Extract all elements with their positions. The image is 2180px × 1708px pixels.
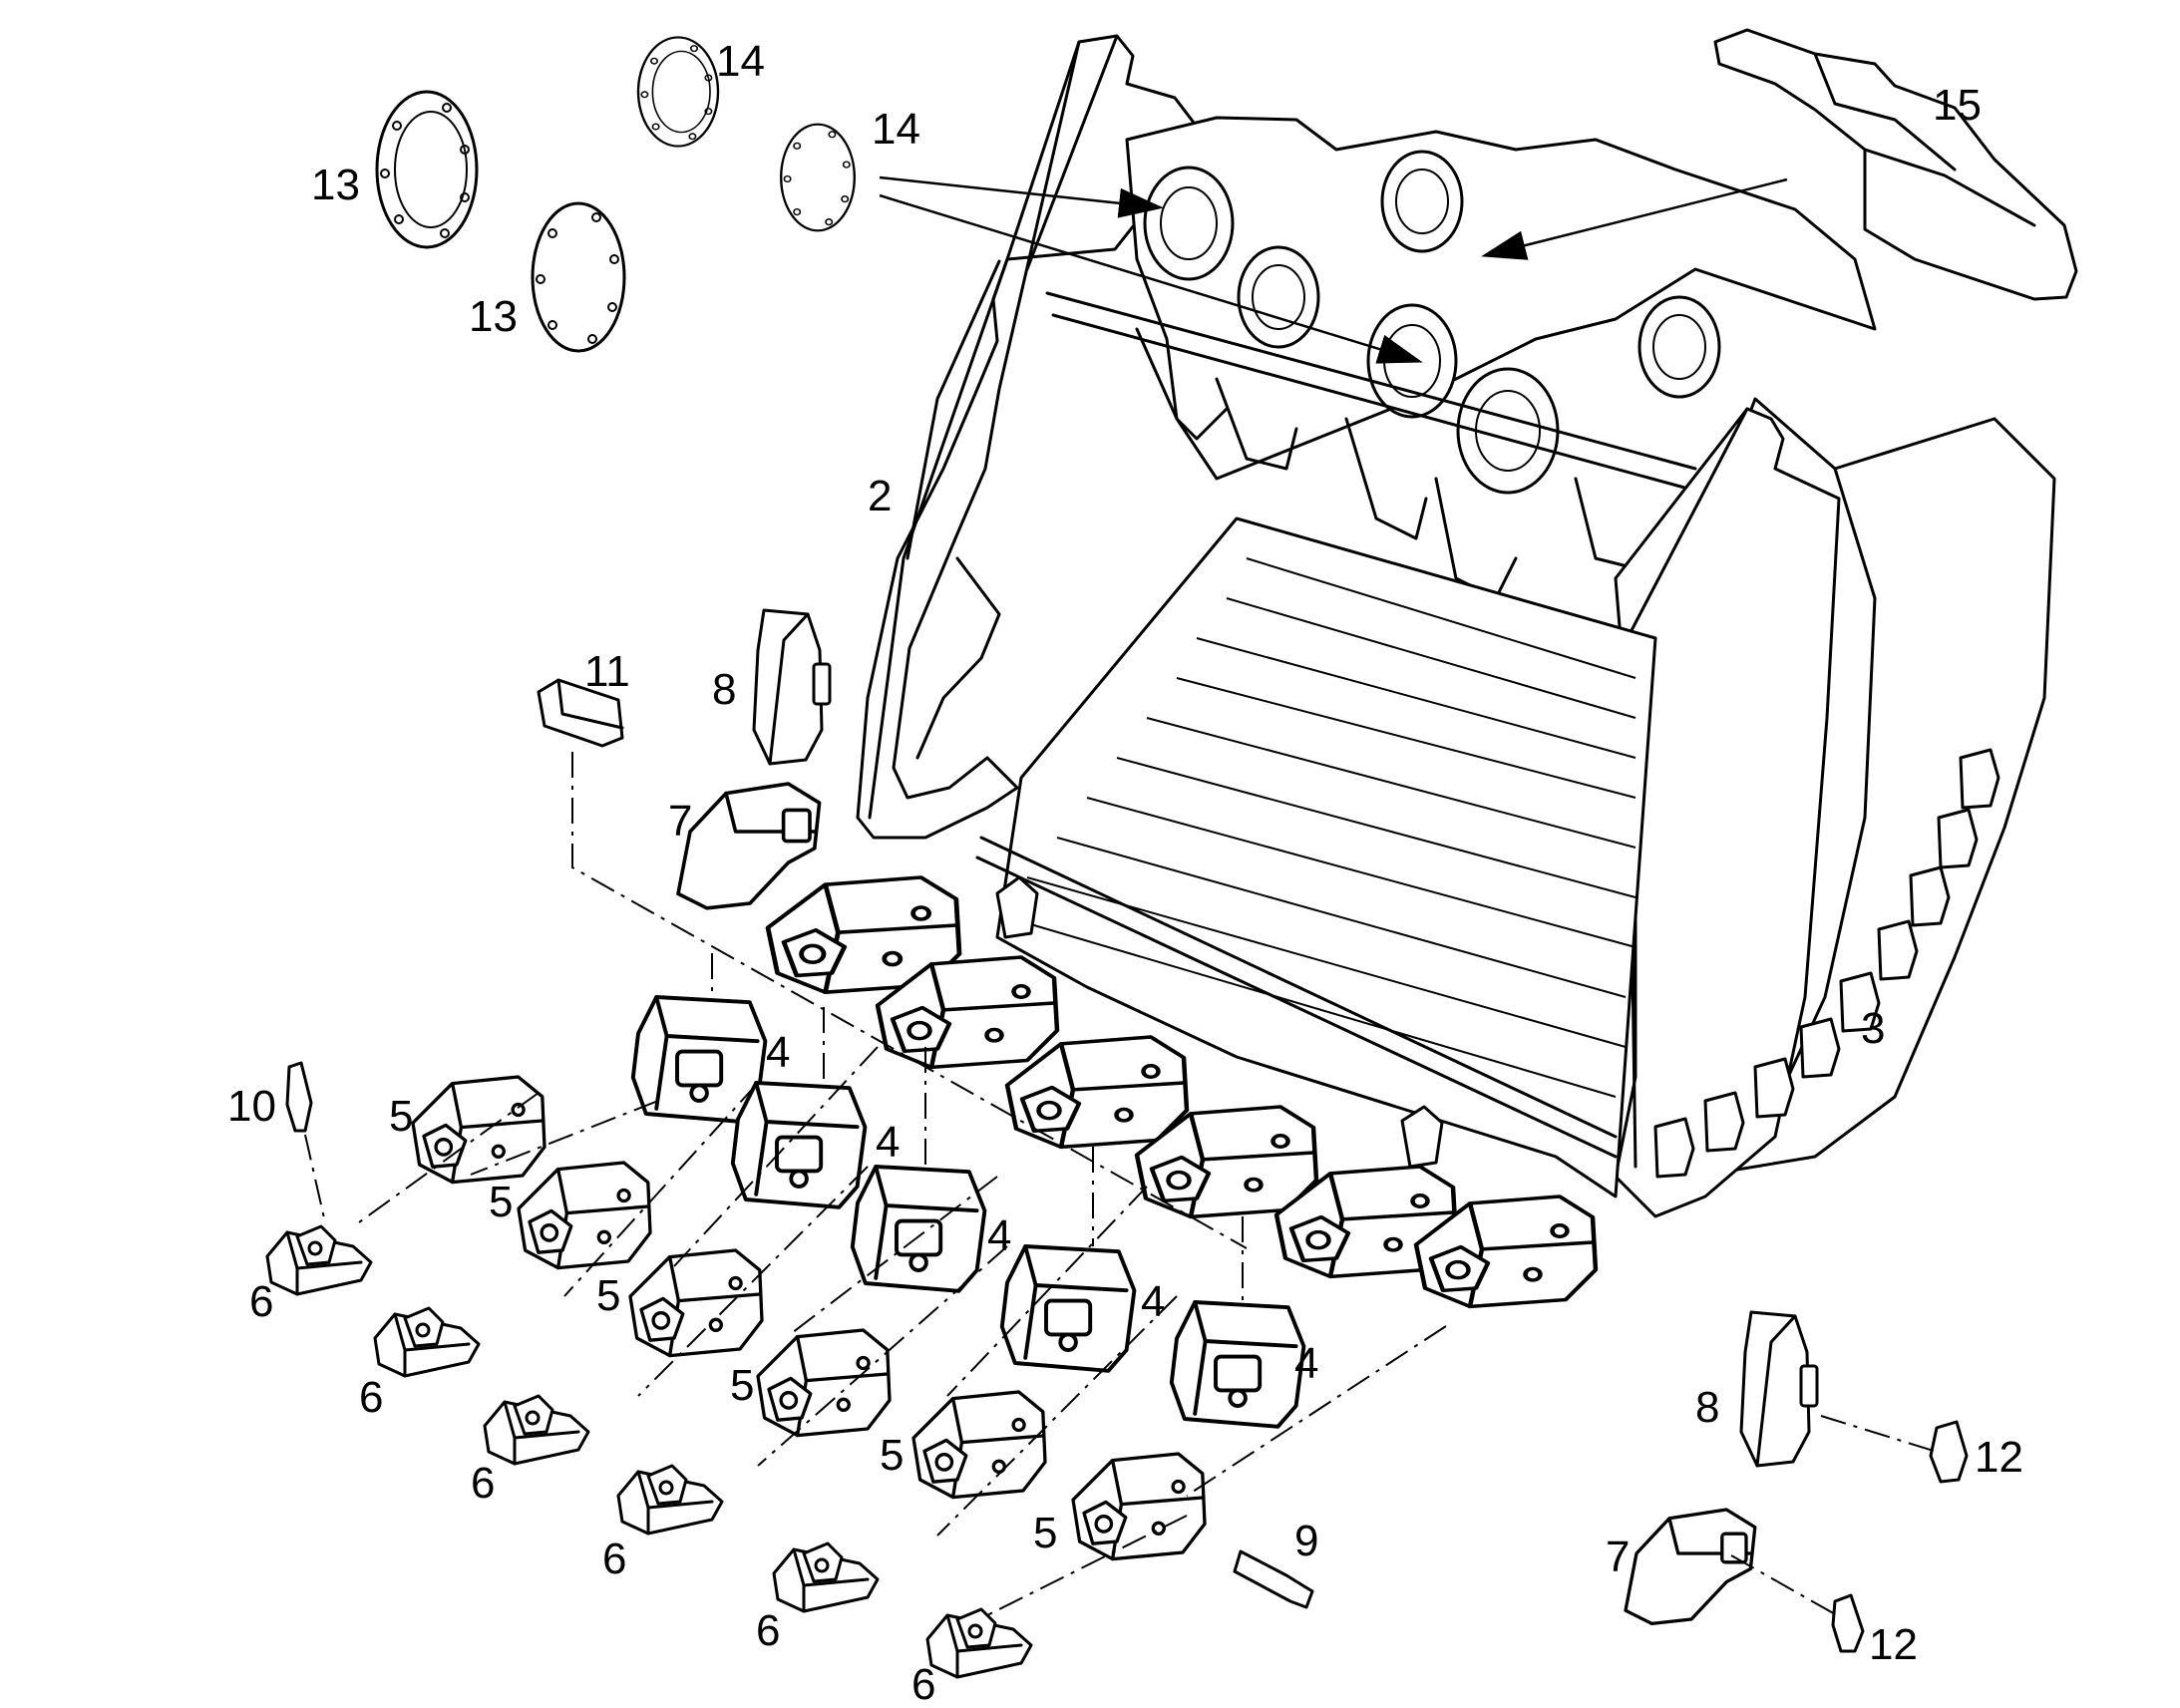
callout-7: 7 — [668, 797, 692, 846]
callout-4: 4 — [766, 1028, 790, 1077]
callout-9: 9 — [1294, 1517, 1318, 1565]
callout-3: 3 — [1861, 1004, 1885, 1053]
callout-8: 8 — [712, 665, 736, 714]
callout-labels: 2 3 4 4 4 4 4 5 5 5 5 5 5 6 6 6 6 6 6 7 … — [227, 37, 2023, 1708]
callout-5: 5 — [389, 1092, 413, 1141]
callout-14: 14 — [716, 37, 765, 86]
leader-arrow-14a — [879, 175, 1164, 218]
leader-arrow-14b — [879, 193, 1423, 364]
callout-12: 12 — [1869, 1620, 1918, 1669]
callout-12: 12 — [1975, 1433, 2023, 1482]
callout-5: 5 — [596, 1271, 620, 1320]
callout-15: 15 — [1933, 81, 1982, 130]
callout-5: 5 — [1033, 1509, 1057, 1557]
callout-4: 4 — [987, 1211, 1011, 1260]
callout-10: 10 — [227, 1082, 276, 1131]
tooth-pin — [1233, 1549, 1314, 1609]
wing-upper — [676, 782, 822, 910]
top-guard-part — [1713, 28, 2078, 301]
mounted-adapters — [768, 877, 1596, 1306]
callout-11: 11 — [584, 647, 630, 696]
assembly-lines — [304, 752, 1938, 1616]
callout-2: 2 — [868, 472, 892, 520]
shroud-upper — [752, 608, 832, 766]
lock-pin-part — [537, 678, 624, 748]
callout-5: 5 — [730, 1361, 754, 1410]
callout-4: 4 — [876, 1118, 900, 1167]
callout-7: 7 — [1606, 1533, 1630, 1581]
bucket-body — [856, 34, 2056, 1218]
callout-8: 8 — [1695, 1383, 1719, 1432]
callout-4: 4 — [1141, 1277, 1165, 1326]
callout-5: 5 — [880, 1431, 904, 1480]
heel-shrouds — [1653, 748, 2000, 1179]
shroud-lower — [1739, 1310, 1819, 1468]
callout-5: 5 — [489, 1178, 513, 1226]
cover-plates — [375, 36, 856, 353]
callout-6: 6 — [471, 1459, 495, 1508]
callout-4: 4 — [1294, 1339, 1318, 1388]
callout-6: 6 — [756, 1606, 780, 1655]
retainer-pin — [285, 1061, 313, 1133]
callout-13: 13 — [311, 161, 360, 209]
leader-arrow-15 — [1481, 177, 1788, 260]
pin-keepers — [1831, 1420, 1969, 1653]
floor-liners — [995, 516, 1657, 1198]
callout-6: 6 — [249, 1277, 273, 1326]
callout-13: 13 — [469, 292, 518, 341]
callout-6: 6 — [602, 1535, 626, 1583]
callout-6: 6 — [359, 1373, 383, 1422]
callout-14: 14 — [872, 105, 920, 154]
hinge-bosses — [1143, 150, 1721, 495]
wing-lower — [1624, 1508, 1757, 1626]
callout-6: 6 — [911, 1660, 935, 1708]
